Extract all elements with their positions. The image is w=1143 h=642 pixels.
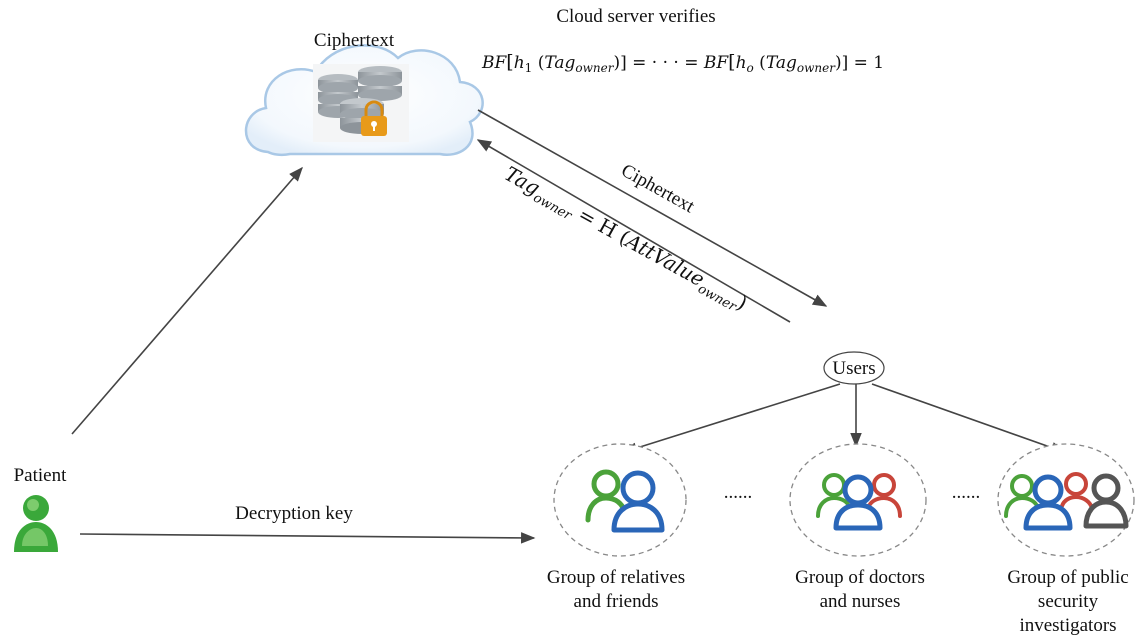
- group-relatives: Group of relatives and friends: [547, 443, 687, 612]
- patient-label: Patient: [14, 465, 67, 486]
- users-node: Users: [823, 351, 885, 385]
- formula-tag-sub-1: owner: [575, 61, 614, 75]
- users-label: Users: [832, 358, 875, 379]
- encrypted-database-icon: [313, 64, 409, 142]
- formula-ho: h: [736, 53, 747, 73]
- group-doctors: Group of doctors and nurses: [789, 443, 927, 612]
- formula-h1: h: [514, 53, 525, 73]
- group-relatives-label-1: Group of relatives: [547, 567, 685, 588]
- patient: Patient: [14, 465, 67, 552]
- bloom-filter-formula: BF[h1 (Tagowner)] = · · · = BF[ho (Tagow…: [481, 51, 884, 75]
- four-users-icon: [1004, 472, 1129, 531]
- group-relatives-label-2: and friends: [574, 591, 659, 612]
- tag-formula-label: Tagowner = H (AttValueowner): [499, 161, 752, 318]
- cloud-verification-caption: Cloud server verifies: [556, 6, 715, 27]
- formula-bf-1: BF: [481, 53, 507, 73]
- three-users-icon: [816, 473, 902, 531]
- formula-bf-2: BF: [703, 53, 729, 73]
- users-to-relatives-arrow: [622, 383, 841, 454]
- svg-text:BF[h1 (Tagowner)] = · · · = BF: BF[h1 (Tagowner)] = · · · = BF[ho (Tagow…: [481, 51, 884, 75]
- ciphertext-arrow-label: Ciphertext: [618, 160, 699, 218]
- group-investigators-label-1: Group of public: [1007, 567, 1128, 588]
- formula-tag-1: Tag: [544, 53, 575, 73]
- formula-middle: = · · · =: [632, 53, 698, 73]
- group-doctors-label-2: and nurses: [820, 591, 901, 612]
- tag-attr: AttValue: [620, 228, 708, 292]
- users-to-investigators-arrow: [871, 383, 1066, 454]
- formula-ho-sub: o: [747, 61, 754, 75]
- cloud-server: Ciphertext: [244, 30, 484, 157]
- tag-query-arrow: [476, 139, 791, 323]
- svg-text:Tagowner = H (AttValueowner): Tagowner = H (AttValueowner): [499, 161, 752, 318]
- formula-h1-sub: 1: [525, 61, 533, 75]
- two-users-icon: [585, 469, 665, 533]
- formula-result: = 1: [854, 53, 884, 73]
- decryption-key-arrow: [79, 532, 536, 544]
- decryption-key-label: Decryption key: [235, 503, 353, 524]
- group-investigators-label-3: investigators: [1019, 615, 1116, 636]
- group-doctors-label-1: Group of doctors: [795, 567, 925, 588]
- formula-tag-sub-2: owner: [797, 61, 836, 75]
- formula-tag-2: Tag: [766, 53, 797, 73]
- patient-upload-arrow: [71, 166, 303, 435]
- ciphertext-arrow: [477, 109, 828, 307]
- lock-icon: [361, 100, 387, 136]
- cloud-label: Ciphertext: [314, 30, 395, 51]
- group-ellipsis-1: ......: [724, 482, 753, 503]
- group-investigators-label-2: security: [1038, 591, 1099, 612]
- group-investigators: Group of public security investigators: [997, 443, 1135, 636]
- patient-person-icon: [14, 495, 58, 552]
- tag-label-sub: owner: [531, 190, 575, 223]
- group-ellipsis-2: ......: [952, 482, 981, 503]
- tag-attr-sub: owner: [695, 282, 739, 315]
